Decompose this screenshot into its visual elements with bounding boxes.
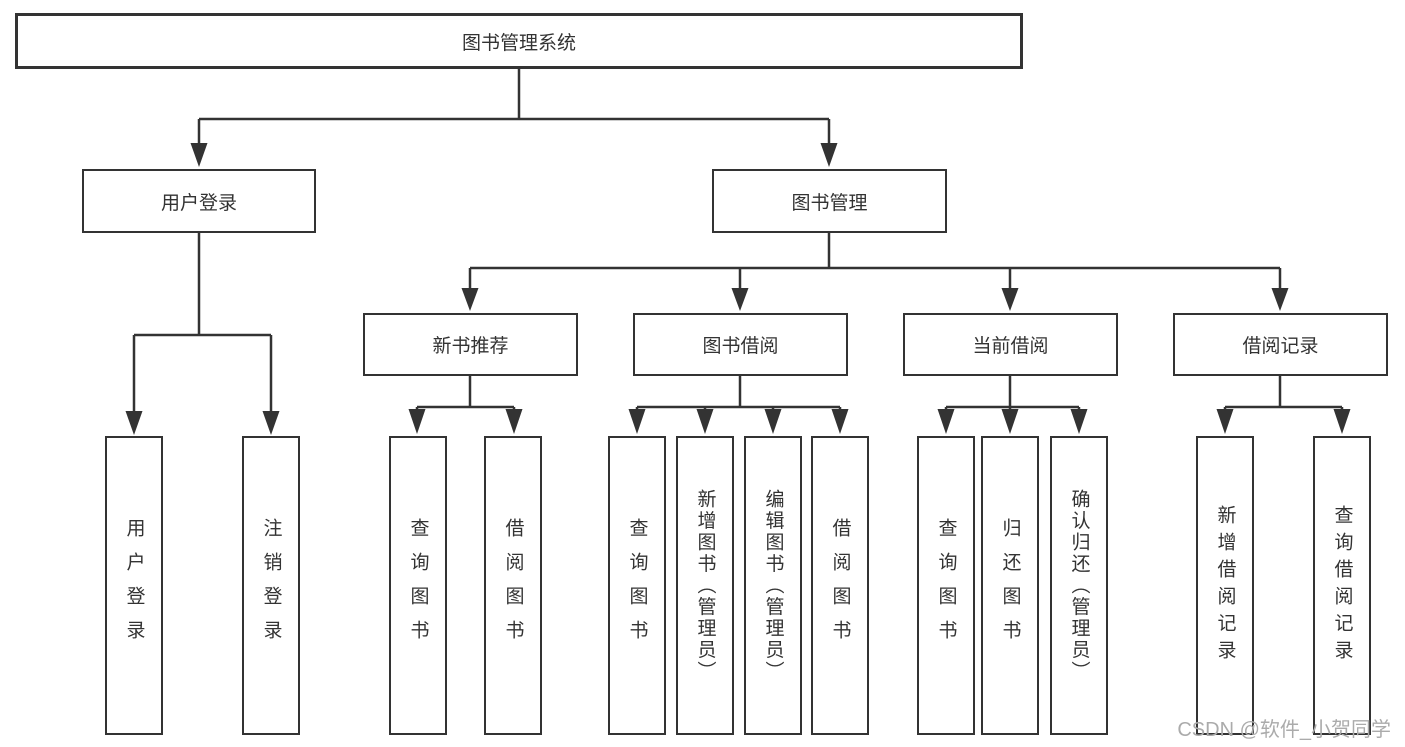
node-label: 借阅记录 <box>1242 336 1319 357</box>
node-label: 查询借阅记录 <box>1331 504 1353 667</box>
node-label: 查询图书 <box>935 517 957 654</box>
node-book-management: 图书管理 <box>712 169 947 233</box>
leaf-query-books-current: 查询图书 <box>917 436 975 735</box>
leaf-confirm-return-admin: 确认归还（管理员） <box>1050 436 1108 735</box>
leaf-borrow-books-recommend: 借阅图书 <box>484 436 542 735</box>
node-label: 图书管理 <box>791 192 868 214</box>
node-label: 查询图书 <box>626 517 648 654</box>
leaf-query-borrow-record: 查询借阅记录 <box>1313 436 1371 735</box>
node-label: 归还图书 <box>999 517 1021 654</box>
leaf-user-login: 用户登录 <box>105 436 163 735</box>
node-label: 新增借阅记录 <box>1214 504 1236 667</box>
leaf-add-books-admin: 新增图书（管理员） <box>676 436 734 735</box>
node-label: 新增图书（管理员） <box>694 488 716 683</box>
node-label: 查询图书 <box>407 517 429 654</box>
node-user-login: 用户登录 <box>82 169 316 233</box>
leaf-query-books-borrow: 查询图书 <box>608 436 666 735</box>
leaf-logout: 注销登录 <box>242 436 300 735</box>
node-label: 注销登录 <box>260 517 282 654</box>
leaf-edit-books-admin: 编辑图书（管理员） <box>744 436 802 735</box>
leaf-return-books: 归还图书 <box>981 436 1039 735</box>
node-label: 借阅图书 <box>502 517 524 654</box>
csdn-watermark: CSDN @软件_小贺同学 <box>1177 719 1391 741</box>
node-label: 用户登录 <box>160 192 237 214</box>
node-label: 当前借阅 <box>972 336 1049 357</box>
node-current-borrowing: 当前借阅 <box>903 313 1118 376</box>
leaf-borrow-books: 借阅图书 <box>811 436 869 735</box>
node-library-management-system: 图书管理系统 <box>15 13 1023 69</box>
node-label: 确认归还（管理员） <box>1068 488 1090 683</box>
leaf-add-borrow-record: 新增借阅记录 <box>1196 436 1254 735</box>
node-label: 借阅图书 <box>829 517 851 654</box>
leaf-query-books-recommend: 查询图书 <box>389 436 447 735</box>
node-book-borrowing: 图书借阅 <box>633 313 848 376</box>
node-borrowing-records: 借阅记录 <box>1173 313 1388 376</box>
node-label: 新书推荐 <box>432 336 509 357</box>
node-new-book-recommendation: 新书推荐 <box>363 313 578 376</box>
node-label: 图书管理系统 <box>461 32 576 54</box>
node-label: 图书借阅 <box>702 336 779 357</box>
node-label: 编辑图书（管理员） <box>762 488 784 683</box>
node-label: 用户登录 <box>123 517 145 654</box>
